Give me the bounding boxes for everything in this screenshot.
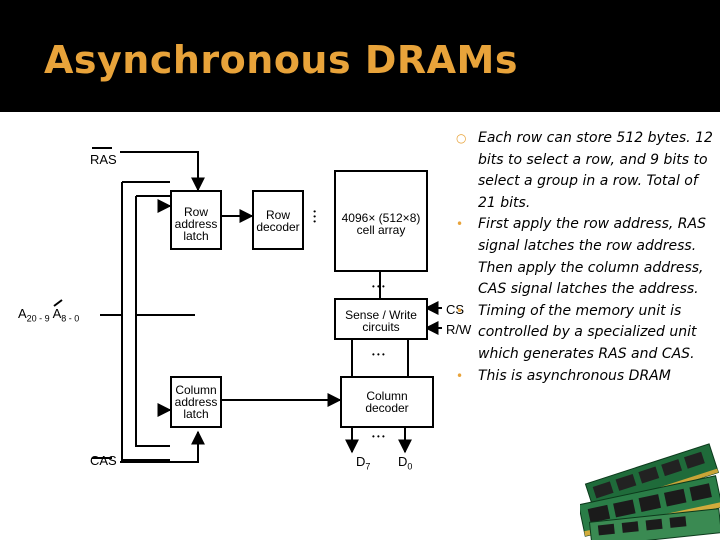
- rw-label: R/W: [446, 322, 472, 337]
- ras-label: RAS: [90, 152, 117, 167]
- bullet-list: ○ Each row can store 512 bytes. 12 bits …: [452, 128, 714, 387]
- title-bar: Asynchronous DRAMs: [0, 0, 720, 112]
- dot-bullet-icon: •: [456, 217, 464, 232]
- address-bus: [100, 181, 195, 461]
- cs-label: CS: [446, 302, 465, 317]
- cell-array: 4096× (512×8)cell array: [334, 170, 428, 272]
- memory-modules-image: [580, 443, 720, 540]
- address-label: A20 - 9 A8 - 0: [18, 306, 80, 324]
- cas-label: CAS: [90, 453, 117, 468]
- dot-bullet-icon: •: [456, 303, 464, 318]
- d0-label: D0: [398, 454, 413, 472]
- ring-bullet-icon: ○: [456, 131, 467, 145]
- cas-line: [120, 430, 205, 463]
- bullet-item: • Timing of the memory unit is controlle…: [456, 302, 697, 362]
- row-decoder-dots: • • •: [310, 210, 319, 223]
- bullet-item: ○ Each row can store 512 bytes. 12 bits …: [456, 130, 713, 211]
- dot-bullet-icon: •: [456, 368, 464, 383]
- array-dots: • • •: [372, 282, 385, 291]
- sense-dots: • • •: [372, 350, 385, 359]
- bullet-item: • First apply the row address, RAS signa…: [456, 216, 706, 298]
- data-dots: • • •: [372, 432, 385, 441]
- slide-title: Asynchronous DRAMs: [44, 38, 518, 82]
- ras-line: [120, 151, 205, 192]
- d7-label: D7: [356, 454, 371, 472]
- bullet-item: • This is asynchronous DRAM: [452, 366, 714, 388]
